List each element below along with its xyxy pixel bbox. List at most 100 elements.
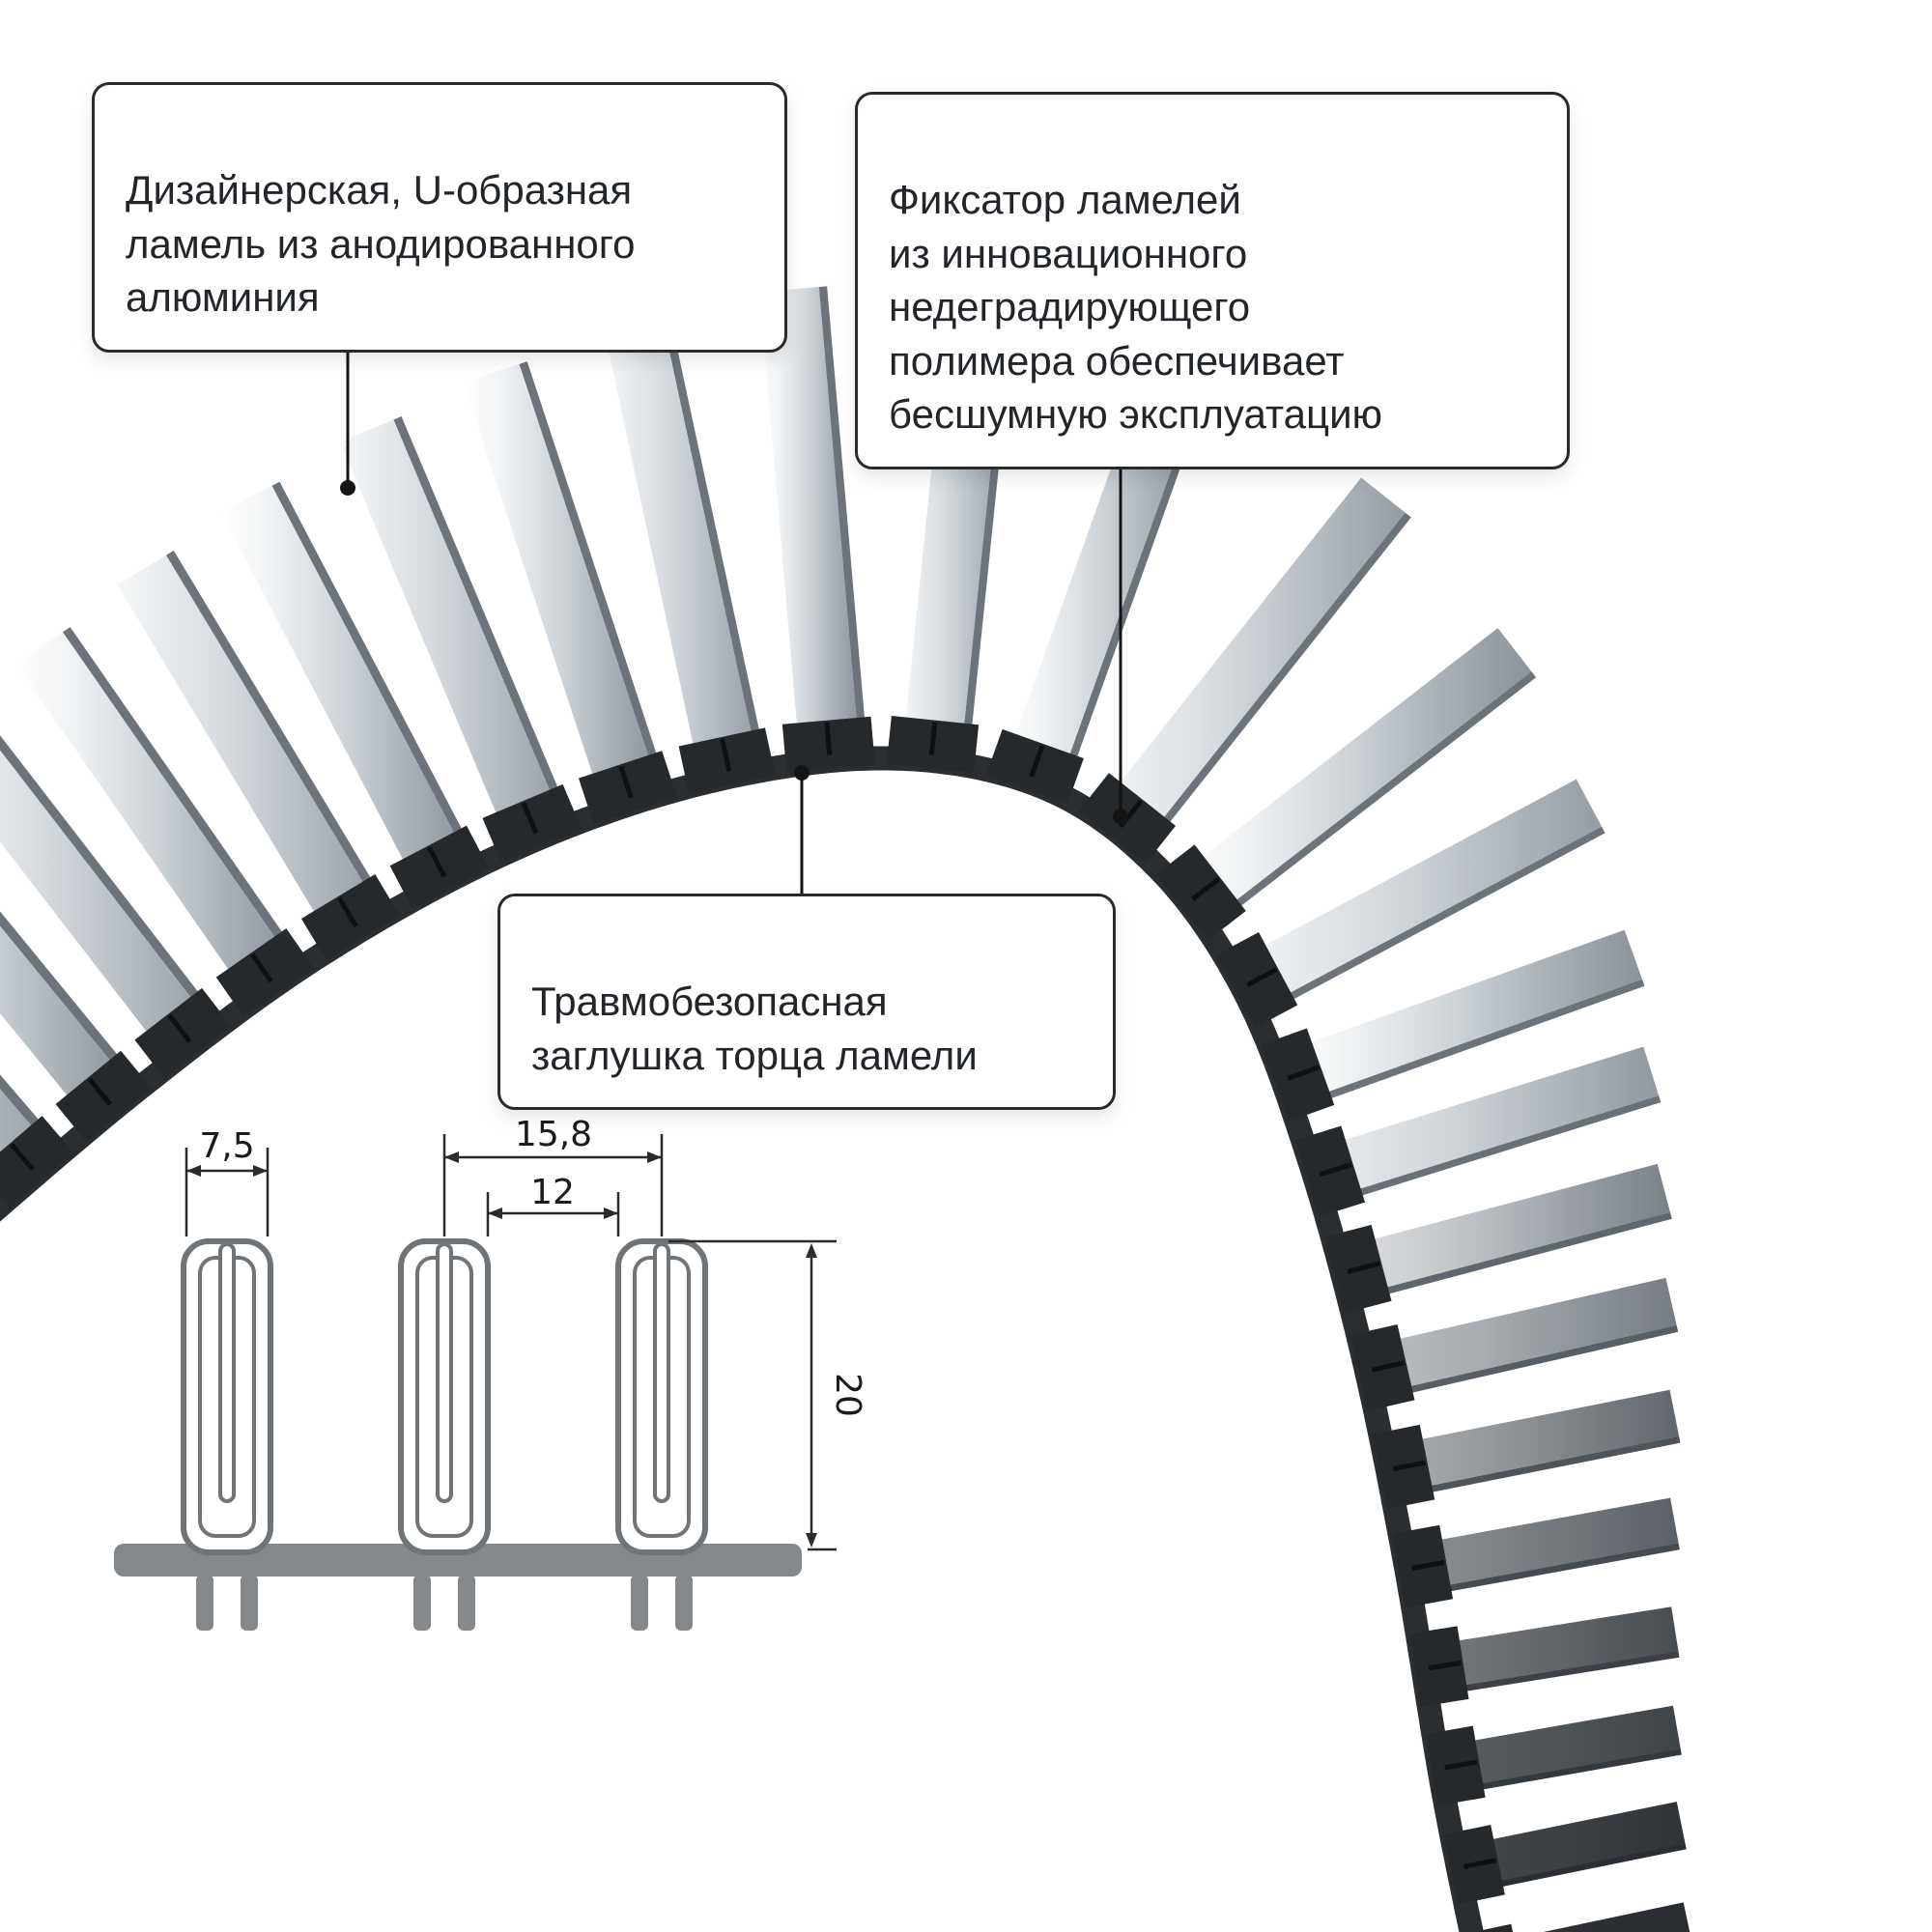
fixator-slot bbox=[10, 1143, 35, 1172]
lamella-face bbox=[1229, 779, 1603, 1011]
lamella-face bbox=[1360, 1277, 1677, 1396]
lamella-side-face bbox=[1255, 826, 1605, 1018]
lamella-fixator bbox=[1215, 931, 1298, 1028]
lamella-side-face bbox=[818, 286, 868, 758]
lamella-fixator bbox=[1261, 1028, 1335, 1122]
lamella-fixator bbox=[1324, 1224, 1392, 1314]
dimension-label: 12 bbox=[530, 1173, 575, 1212]
lamella-face bbox=[1094, 477, 1406, 849]
lamella-face bbox=[1335, 1163, 1670, 1298]
rollup-grille bbox=[0, 286, 1690, 1932]
fixator-slot bbox=[720, 738, 732, 772]
lamella-side-face bbox=[165, 550, 391, 917]
lamella bbox=[1306, 1046, 1662, 1208]
fixator-slot bbox=[618, 765, 634, 799]
lamella-fixator bbox=[781, 716, 875, 773]
lamella bbox=[1419, 1606, 1680, 1698]
lamella-fixator bbox=[886, 715, 980, 774]
lamella-side-face bbox=[1291, 979, 1645, 1112]
lamella bbox=[758, 286, 868, 764]
lamella-fixator bbox=[1473, 1923, 1514, 1932]
lamella-face bbox=[1273, 929, 1642, 1105]
lamella-shadow bbox=[1543, 1902, 1690, 1932]
lamella bbox=[1273, 929, 1645, 1112]
lamella-side-face bbox=[62, 627, 305, 971]
lamella-shadow bbox=[1335, 1163, 1672, 1304]
callout-endcap-text: Травмобезопасная заглушка торца ламели bbox=[531, 979, 978, 1078]
lamella-side-face bbox=[1410, 1543, 1680, 1599]
lamella-shadow bbox=[1435, 1705, 1682, 1797]
lamella bbox=[117, 550, 391, 947]
lamella-fixator bbox=[215, 928, 314, 1017]
clip-prong bbox=[196, 1575, 213, 1631]
lamella bbox=[1382, 1389, 1681, 1500]
lamella bbox=[1360, 1277, 1679, 1402]
fixator-slot bbox=[1347, 1261, 1380, 1274]
lamella-shadow bbox=[1419, 1606, 1680, 1698]
lamella bbox=[0, 735, 223, 1064]
lamella-fixator bbox=[1372, 1424, 1435, 1510]
lamella-fixator bbox=[1156, 844, 1246, 941]
lamella-side-face bbox=[1372, 1324, 1679, 1402]
profile-base-strip bbox=[114, 1544, 802, 1631]
lamella-fixator bbox=[482, 783, 582, 863]
lamella-fixator bbox=[300, 874, 401, 960]
clip-prong bbox=[631, 1575, 648, 1631]
clip-prong bbox=[241, 1575, 258, 1631]
lamella-side-face bbox=[0, 735, 223, 1030]
lamella-fixator bbox=[55, 1050, 152, 1142]
fixator-slot bbox=[1411, 1559, 1445, 1571]
fixator-slot bbox=[1191, 876, 1221, 901]
lamella-fixator bbox=[678, 727, 776, 794]
lamella-face bbox=[758, 287, 861, 764]
lamella-side-face bbox=[1349, 1211, 1672, 1304]
lamella-face bbox=[1402, 1497, 1679, 1593]
lamella-face bbox=[1306, 1046, 1660, 1201]
lamella-profile bbox=[181, 1238, 273, 1555]
fixator-slot bbox=[1029, 744, 1045, 778]
fixator-slot bbox=[521, 802, 539, 835]
dimension-slot-width: 7,5 bbox=[185, 1126, 270, 1236]
fixator-slot bbox=[928, 722, 938, 755]
cross-section-drawing: 7,5 15,8 12 bbox=[114, 1115, 867, 1631]
lamella-face bbox=[220, 485, 473, 895]
lamella bbox=[1171, 628, 1537, 931]
fixator-slot bbox=[1428, 1660, 1462, 1671]
lamella-fixator bbox=[578, 751, 677, 825]
lamella-side-face bbox=[519, 361, 669, 794]
lamella-face bbox=[339, 419, 566, 850]
callout-fixator-text: Фиксатор ламелей из инновационного недег… bbox=[889, 177, 1383, 438]
lamella bbox=[1229, 779, 1605, 1018]
lamella-fixator bbox=[1409, 1626, 1469, 1707]
base-strip-band bbox=[114, 1544, 802, 1577]
lamella-shadow bbox=[1454, 1802, 1687, 1895]
lamella-fixator bbox=[985, 728, 1084, 805]
fixator-slot bbox=[427, 846, 447, 878]
lamella bbox=[15, 627, 305, 1003]
dimension-label: 20 bbox=[828, 1373, 867, 1417]
dimension-pitch: 15,8 bbox=[442, 1115, 664, 1236]
fixator-slot bbox=[167, 1013, 192, 1043]
fixators-group bbox=[0, 715, 1514, 1932]
lamella bbox=[1435, 1705, 1682, 1797]
lamella bbox=[463, 361, 669, 812]
dimension-label: 15,8 bbox=[515, 1115, 592, 1154]
lamella bbox=[220, 481, 481, 895]
leader-dot bbox=[794, 765, 810, 781]
leader-dot bbox=[340, 480, 355, 496]
lamellas-group bbox=[0, 286, 1690, 1932]
fixator-slot bbox=[1444, 1759, 1478, 1771]
fixator-slot bbox=[1392, 1460, 1427, 1472]
lamella-face bbox=[1171, 628, 1532, 924]
lamella-side-face bbox=[271, 481, 481, 868]
lamella-side-face bbox=[393, 416, 574, 828]
lamella-fixator bbox=[1350, 1324, 1415, 1411]
fixator-slot bbox=[87, 1077, 113, 1106]
clip-prong bbox=[458, 1575, 475, 1631]
fixator-slot bbox=[1463, 1858, 1497, 1869]
fixator-slot bbox=[1319, 1162, 1352, 1178]
lamella-face bbox=[1382, 1389, 1680, 1493]
lamella-side-face bbox=[1392, 1435, 1681, 1500]
